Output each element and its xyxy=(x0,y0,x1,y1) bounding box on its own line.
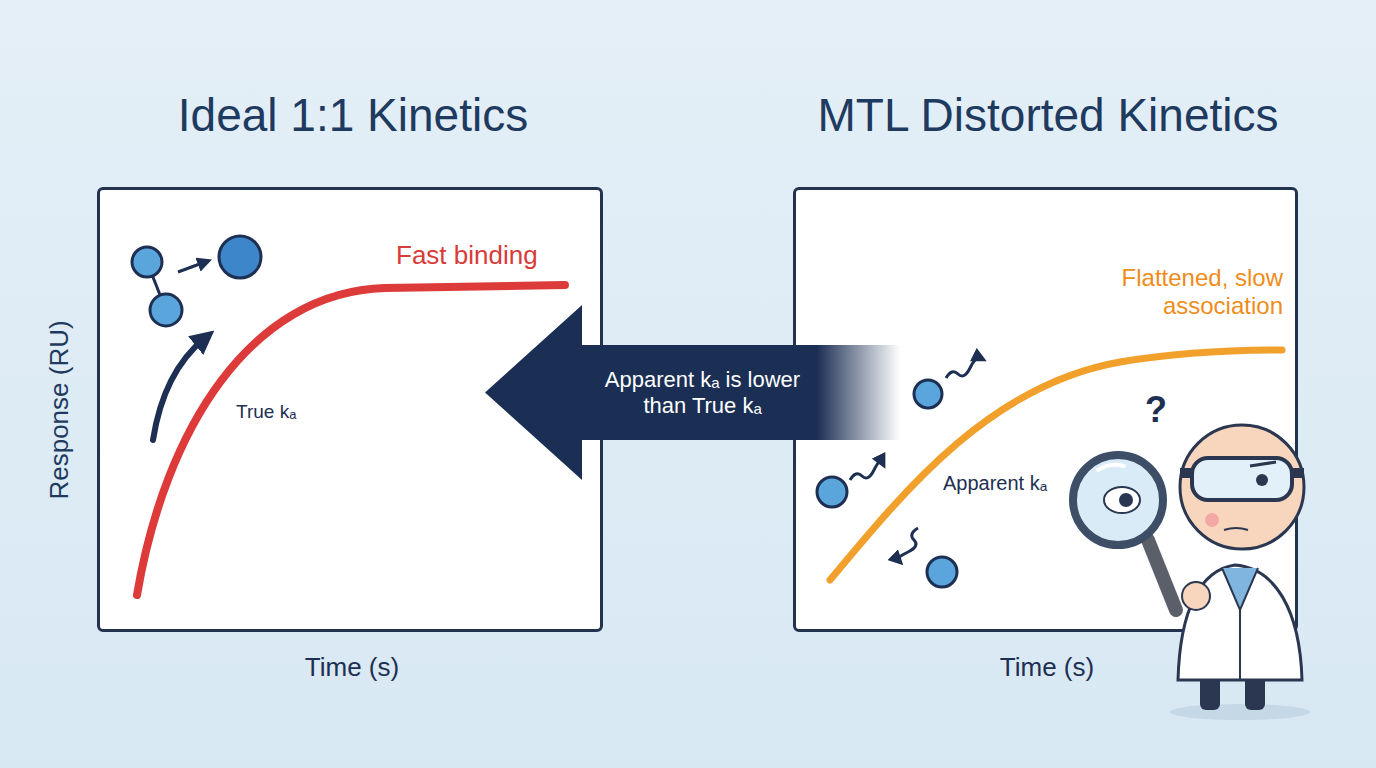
diffusion-squiggle xyxy=(898,528,918,560)
analyte-molecule xyxy=(132,247,162,277)
axis-title: Time (s) xyxy=(252,653,452,683)
analyte-molecule xyxy=(150,294,182,326)
axis-title: Time (s) xyxy=(947,653,1147,683)
analyte-molecule xyxy=(914,380,942,408)
diffusion-squiggle xyxy=(850,461,882,480)
rate-label: Apparent kₐ xyxy=(943,472,1073,495)
ligand-molecule xyxy=(219,236,261,278)
analyte-molecule xyxy=(927,557,957,587)
arrow-text: Apparent kₐ is lower than True kₐ xyxy=(600,367,805,418)
arrow-body xyxy=(485,305,900,480)
question-mark: ? xyxy=(1136,389,1176,430)
rise-arrow xyxy=(153,338,205,440)
rate-label: True kₐ xyxy=(236,401,346,423)
axis-title: Response (RU) xyxy=(45,290,75,530)
curve-label: Flattened, slow association xyxy=(1083,264,1283,319)
diffusion-squiggle xyxy=(946,358,980,378)
binding-arrow xyxy=(178,262,205,272)
scientist-figure xyxy=(1073,425,1310,720)
panel-heading: MTL Distorted Kinetics xyxy=(748,89,1348,142)
panel-heading: Ideal 1:1 Kinetics xyxy=(53,89,653,142)
comparison-arrow: Apparent kₐ is lower than True kₐ xyxy=(485,305,900,480)
analyte-molecule xyxy=(817,477,847,507)
fast-binding-curve xyxy=(137,285,565,595)
curve-label: Fast binding xyxy=(396,241,596,271)
